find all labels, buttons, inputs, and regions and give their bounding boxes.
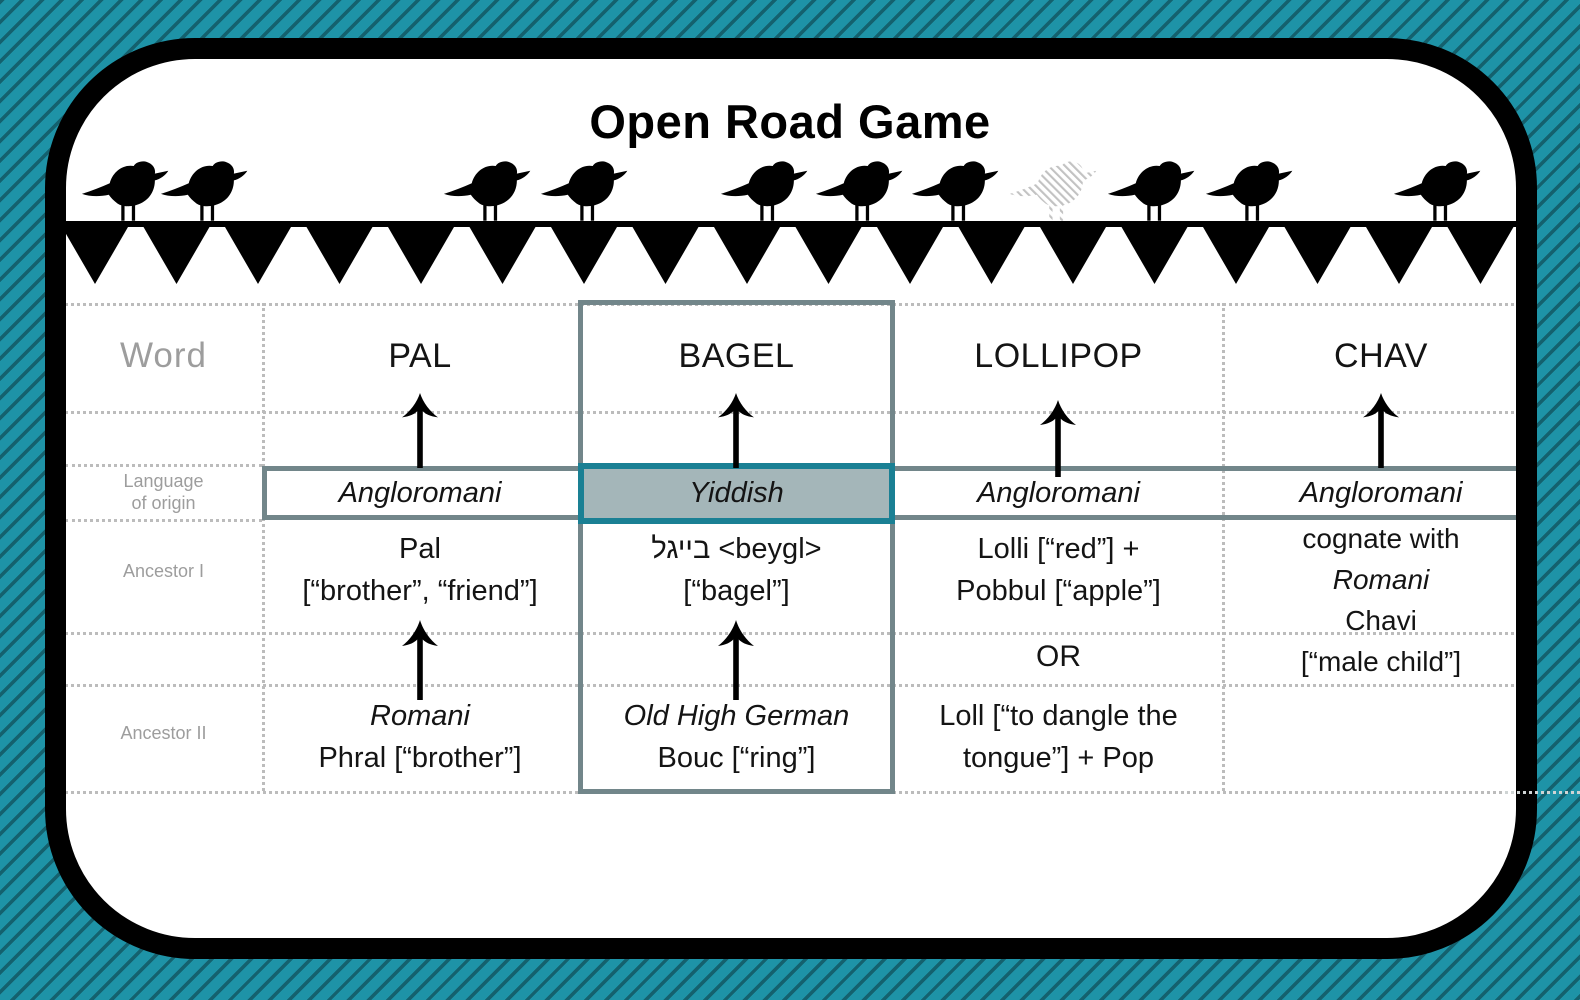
dotted-line <box>66 464 262 467</box>
bird-icon <box>1204 158 1300 222</box>
row-label-word: Word <box>120 336 207 375</box>
row-label-ancestor-2: Ancestor II <box>120 723 207 743</box>
cell-chav-ancestor1: cognate with Romani Chavi [“male child”] <box>1300 523 1462 677</box>
cell-lollipop-ancestor2: Loll [“to dangle the tongue”] + Pop <box>939 700 1178 774</box>
page-title: Open Road Game <box>589 95 991 148</box>
dotted-line <box>66 684 1516 687</box>
bird-icon <box>814 158 910 222</box>
bagel-column-frame <box>578 300 895 794</box>
cell-lollipop-language: Angloromani <box>977 477 1140 509</box>
dotted-line <box>262 303 265 791</box>
bunting-banner-icon <box>66 227 1516 284</box>
cell-lollipop-ancestor1: Lolli [“red”] + Pobbul [“apple”] <box>956 533 1161 607</box>
cell-bagel-ancestor2: Old High German Bouc [“ring”] <box>623 700 850 774</box>
cell-pal-language: Angloromani <box>338 477 502 509</box>
cell-lollipop-or: OR <box>1036 640 1081 673</box>
up-arrow-icon <box>400 620 440 700</box>
dotted-line <box>66 519 262 522</box>
word-header-chav: CHAV <box>1334 337 1428 375</box>
dotted-line <box>66 411 1516 414</box>
bird-icon-hatched <box>1008 158 1104 222</box>
rounded-card: Open Road Game <box>45 38 1537 959</box>
word-header-lollipop: LOLLIPOP <box>974 337 1143 375</box>
wire-line <box>66 221 1516 227</box>
up-arrow-icon <box>716 393 756 468</box>
up-arrow-icon <box>400 393 440 468</box>
cell-chav-language: Angloromani <box>1299 477 1463 509</box>
bird-icon <box>159 158 255 222</box>
bird-icon <box>910 158 1006 222</box>
word-header-pal: PAL <box>388 337 452 375</box>
up-arrow-icon <box>716 620 756 700</box>
yiddish-highlight-cell <box>578 463 895 524</box>
dotted-line <box>66 632 1516 635</box>
row-label-ancestor-1: Ancestor I <box>122 561 205 581</box>
cell-bagel-ancestor1: בייגל <beygl> [“bagel”] <box>651 533 822 607</box>
word-header-bagel: BAGEL <box>678 337 795 375</box>
up-arrow-icon <box>1361 393 1401 468</box>
bird-icon <box>442 158 538 222</box>
cell-pal-ancestor1: Pal [“brother”, “friend”] <box>302 533 538 607</box>
dotted-line <box>1222 303 1225 791</box>
row-label-language-of-origin: Language of origin <box>123 471 204 513</box>
bird-icon <box>1106 158 1202 222</box>
dotted-line <box>1505 791 1580 794</box>
cell-bagel-language: Yiddish <box>689 477 784 509</box>
bird-icon <box>539 158 635 222</box>
bird-icon <box>719 158 815 222</box>
cell-pal-ancestor2: Romani Phral [“brother”] <box>318 700 522 774</box>
bird-icon <box>1392 158 1488 222</box>
